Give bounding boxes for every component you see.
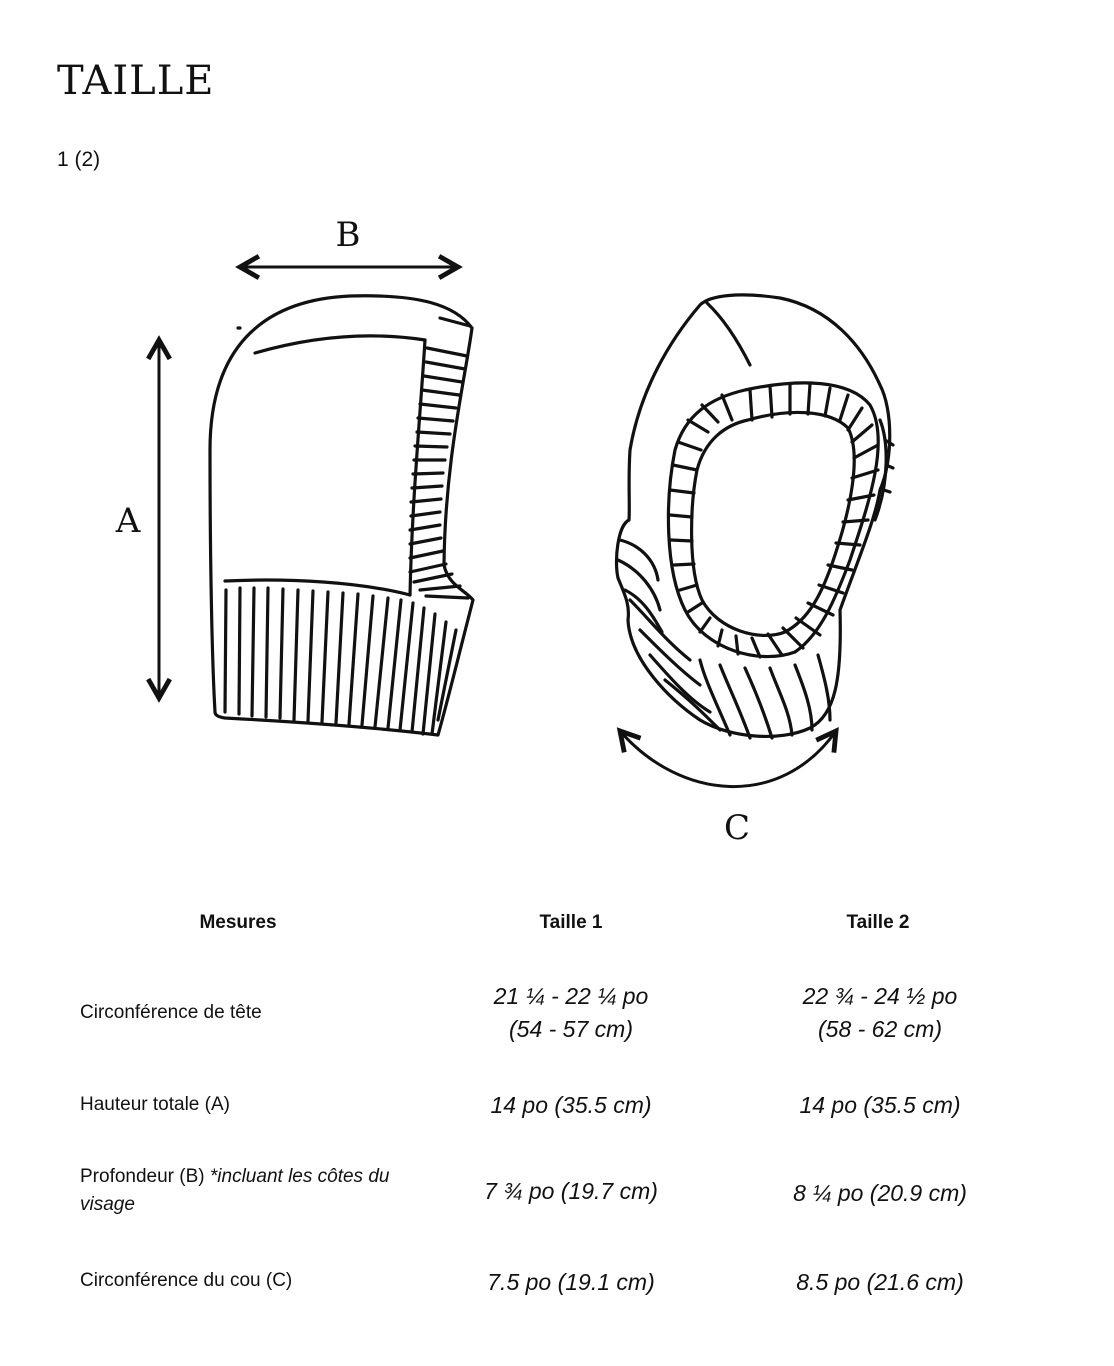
row-label-head-circumference: Circonférence de tête (80, 1002, 262, 1023)
dimension-a-label: A (115, 501, 141, 541)
dimension-c-label: C (724, 808, 750, 848)
value-line: (54 - 57 cm) (509, 1016, 633, 1042)
row-label-depth: Profondeur (B) *incluant les côtes du vi… (80, 1163, 410, 1219)
header-size-1: Taille 1 (539, 912, 603, 933)
row-head-circumference-size2: 22 ¾ - 24 ½ po (58 - 62 cm) (730, 980, 1030, 1046)
header-measures: Mesures (199, 912, 277, 933)
value-line: 22 ¾ - 24 ½ po (802, 983, 958, 1009)
row-neck-circumference-size2: 8.5 po (21.6 cm) (796, 1269, 964, 1295)
row-head-circumference-size1: 21 ¼ - 22 ¼ po (54 - 57 cm) (421, 980, 721, 1046)
size-list: 1 (2) (57, 148, 101, 171)
header-size-2: Taille 2 (846, 912, 910, 933)
row-depth-size1: 7 ¾ po (19.7 cm) (484, 1178, 658, 1204)
value-line: 21 ¼ - 22 ¼ po (493, 983, 649, 1009)
row-label-neck-circumference: Circonférence du cou (C) (80, 1270, 293, 1291)
row-depth-size2: 8 ¼ po (20.9 cm) (793, 1180, 967, 1206)
dimension-c-arrow (616, 727, 839, 789)
dimension-b-label: B (336, 215, 361, 255)
balaclava-illustration: B A C (115, 215, 895, 848)
row-total-height-size1: 14 po (35.5 cm) (490, 1092, 652, 1118)
page-title: TAILLE (57, 58, 215, 104)
depth-label-note: *incluant les côtes du visage (80, 1166, 390, 1215)
balaclava-front-view (614, 293, 895, 740)
depth-label-text: Profondeur (B) (80, 1166, 205, 1187)
row-neck-circumference-size1: 7.5 po (19.1 cm) (487, 1269, 655, 1295)
row-label-total-height: Hauteur totale (A) (80, 1094, 230, 1115)
value-line: (58 - 62 cm) (818, 1016, 942, 1042)
row-total-height-size2: 14 po (35.5 cm) (799, 1092, 961, 1118)
balaclava-side-view (208, 294, 475, 737)
